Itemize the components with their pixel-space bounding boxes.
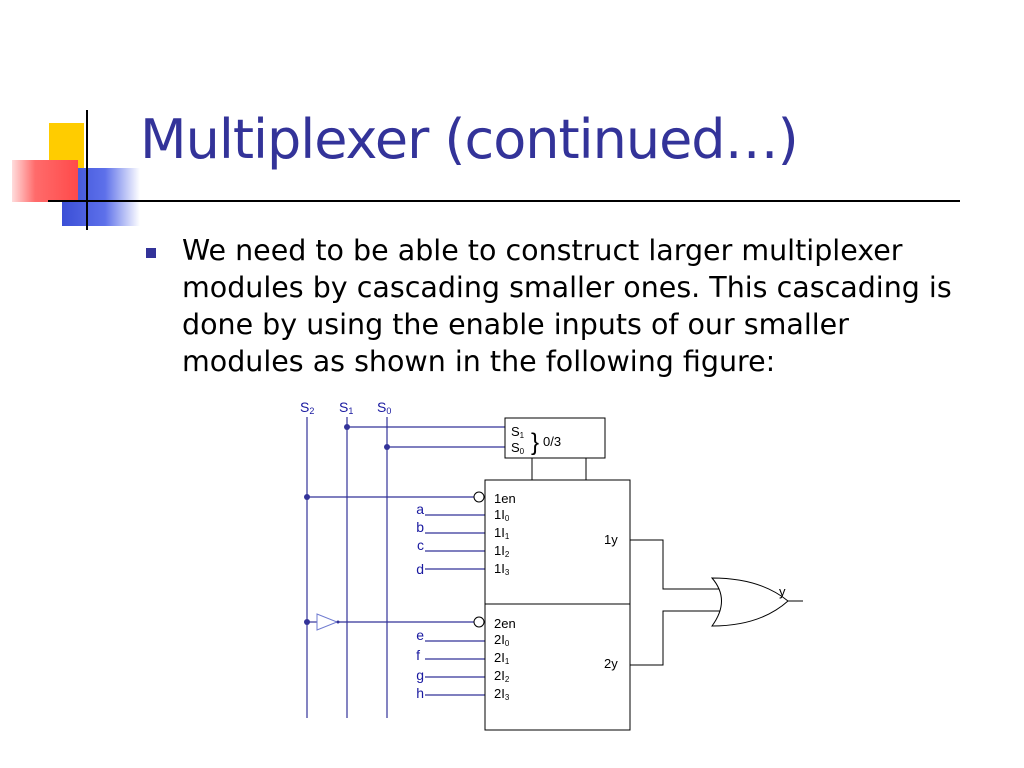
decoder-block [504,417,606,459]
label-s2: S2 [300,399,314,416]
decoder-brace: } [531,429,539,456]
data-input-labels: a b c d e f g h [416,501,424,701]
label-s0: S0 [377,399,391,416]
decoder-in-s1: S1 [511,424,525,440]
or-gate [710,577,789,627]
label-s1: S1 [339,399,353,416]
junction-s2-upper [304,494,310,500]
label-e: e [416,627,424,643]
2en-bubble [473,616,485,628]
slide-title: Multiplexer (continued…) [140,108,799,171]
junction-s1 [344,424,350,430]
label-h: h [416,685,424,701]
pin-1y: 1y [604,532,618,547]
pin-1i2: 1I2 [494,543,510,559]
deco-red-square [12,160,78,202]
label-b: b [416,519,424,535]
junction-s0 [384,444,390,450]
decoder-in-s0: S0 [511,440,525,456]
pin-2i3: 2I3 [494,686,510,702]
wire-2y [630,610,722,666]
inverter-gate [316,613,339,631]
label-a: a [416,501,424,517]
mux-block [484,479,631,731]
bullet-text: We need to be able to construct larger m… [182,234,952,378]
upper-mux-labels: 1en 1I0 1I1 1I2 1I3 1y [494,491,618,577]
wires [306,417,505,718]
wire-1y [630,539,722,590]
mux-blocks [473,417,803,731]
bullet-item: We need to be able to construct larger m… [146,232,976,380]
select-labels: S2 S1 S0 [300,399,391,416]
pin-1i1: 1I1 [494,525,510,541]
pin-1en: 1en [494,491,516,506]
lower-mux-labels: 2en 2I0 2I1 2I2 2I3 2y [494,616,618,702]
label-g: g [416,667,424,683]
deco-vertical-line [86,110,88,230]
label-c: c [417,537,424,553]
decoder-labels: S1 S0 } 0/3 [511,424,561,456]
pin-1i3: 1I3 [494,561,510,577]
pin-2i1: 2I1 [494,650,510,666]
label-d: d [416,561,424,577]
junctions [304,424,390,625]
1en-bubble [473,491,485,503]
label-y: y [779,584,786,599]
pin-2y: 2y [604,656,618,671]
title-rule [48,200,960,202]
pin-1i0: 1I0 [494,507,510,523]
pin-2i2: 2I2 [494,668,510,684]
decoder-range: 0/3 [543,434,561,449]
label-f: f [416,647,420,663]
pin-2i0: 2I0 [494,632,510,648]
junction-s2-lower [304,619,310,625]
pin-2en: 2en [494,616,516,631]
bullet-square-icon [146,248,156,258]
inverter-bubble [336,620,340,624]
